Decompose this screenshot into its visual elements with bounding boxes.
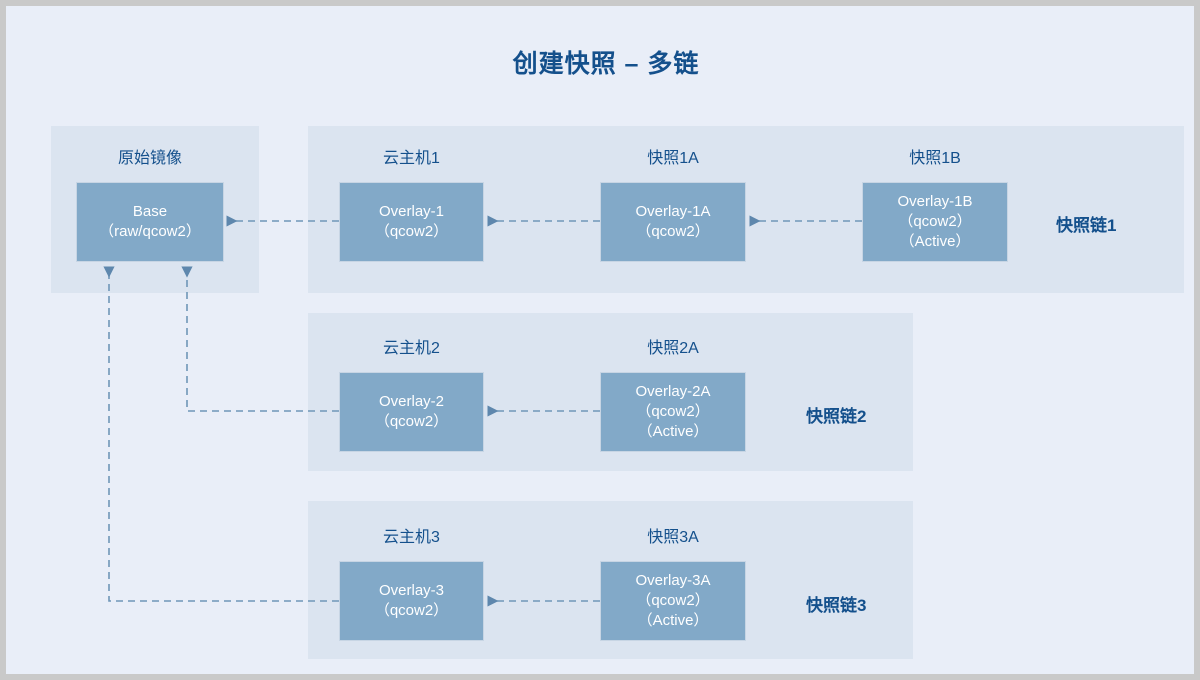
node-overlay-2[interactable]: Overlay-2 （qcow2） bbox=[339, 372, 484, 452]
node-overlay-1a-line2: （qcow2） bbox=[636, 223, 710, 240]
chain-tag-2: 快照链2 bbox=[806, 407, 867, 426]
node-overlay-3-line1: Overlay-3 bbox=[378, 582, 445, 599]
arrow-overlay3-to-base bbox=[103, 266, 339, 602]
node-overlay-1a-line1: Overlay-1A bbox=[635, 203, 711, 220]
node-overlay-2-line2: （qcow2） bbox=[374, 413, 449, 430]
node-label-snapshot-2a: 快照2A bbox=[647, 340, 699, 357]
node-overlay-1b-line2: （qcow2） bbox=[898, 213, 972, 230]
node-label-vm3: 云主机3 bbox=[383, 529, 440, 546]
node-base-line2: （raw/qcow2） bbox=[99, 223, 201, 240]
node-overlay-2a-line1: Overlay-2A bbox=[635, 383, 711, 400]
node-label-vm1: 云主机1 bbox=[383, 150, 440, 167]
node-overlay-1-line2: （qcow2） bbox=[374, 223, 449, 240]
node-label-snapshot-1a: 快照1A bbox=[647, 150, 699, 167]
node-overlay-3a-line2: （qcow2） bbox=[636, 592, 710, 609]
node-overlay-2-line1: Overlay-2 bbox=[378, 393, 445, 410]
node-overlay-2a[interactable]: Overlay-2A （qcow2） （Active） bbox=[600, 372, 746, 452]
node-label-snapshot-1b: 快照1B bbox=[909, 150, 961, 167]
node-overlay-3a[interactable]: Overlay-3A （qcow2） （Active） bbox=[600, 561, 746, 641]
node-base[interactable]: Base （raw/qcow2） bbox=[76, 182, 224, 262]
node-overlay-2a-line2: （qcow2） bbox=[636, 403, 710, 420]
node-label-original-image: 原始镜像 bbox=[117, 150, 182, 167]
chain-tag-1: 快照链1 bbox=[1056, 216, 1117, 235]
node-label-snapshot-3a: 快照3A bbox=[647, 529, 699, 546]
node-overlay-3a-line3: （Active） bbox=[637, 612, 709, 629]
page-title: 创建快照 – 多链 bbox=[512, 50, 700, 78]
node-overlay-1b-line1: Overlay-1B bbox=[897, 193, 973, 210]
node-overlay-1-line1: Overlay-1 bbox=[378, 203, 445, 220]
node-overlay-1[interactable]: Overlay-1 （qcow2） bbox=[339, 182, 484, 262]
node-overlay-2a-line3: （Active） bbox=[637, 423, 709, 440]
chain-tag-3: 快照链3 bbox=[806, 596, 867, 615]
node-overlay-3a-line1: Overlay-3A bbox=[635, 572, 711, 589]
node-overlay-1a[interactable]: Overlay-1A （qcow2） bbox=[600, 182, 746, 262]
node-label-vm2: 云主机2 bbox=[383, 340, 440, 357]
node-overlay-1b-line3: （Active） bbox=[899, 233, 971, 250]
node-overlay-3[interactable]: Overlay-3 （qcow2） bbox=[339, 561, 484, 641]
node-base-line1: Base bbox=[132, 203, 168, 220]
node-overlay-3-line2: （qcow2） bbox=[374, 602, 449, 619]
node-overlay-1b[interactable]: Overlay-1B （qcow2） （Active） bbox=[862, 182, 1008, 262]
